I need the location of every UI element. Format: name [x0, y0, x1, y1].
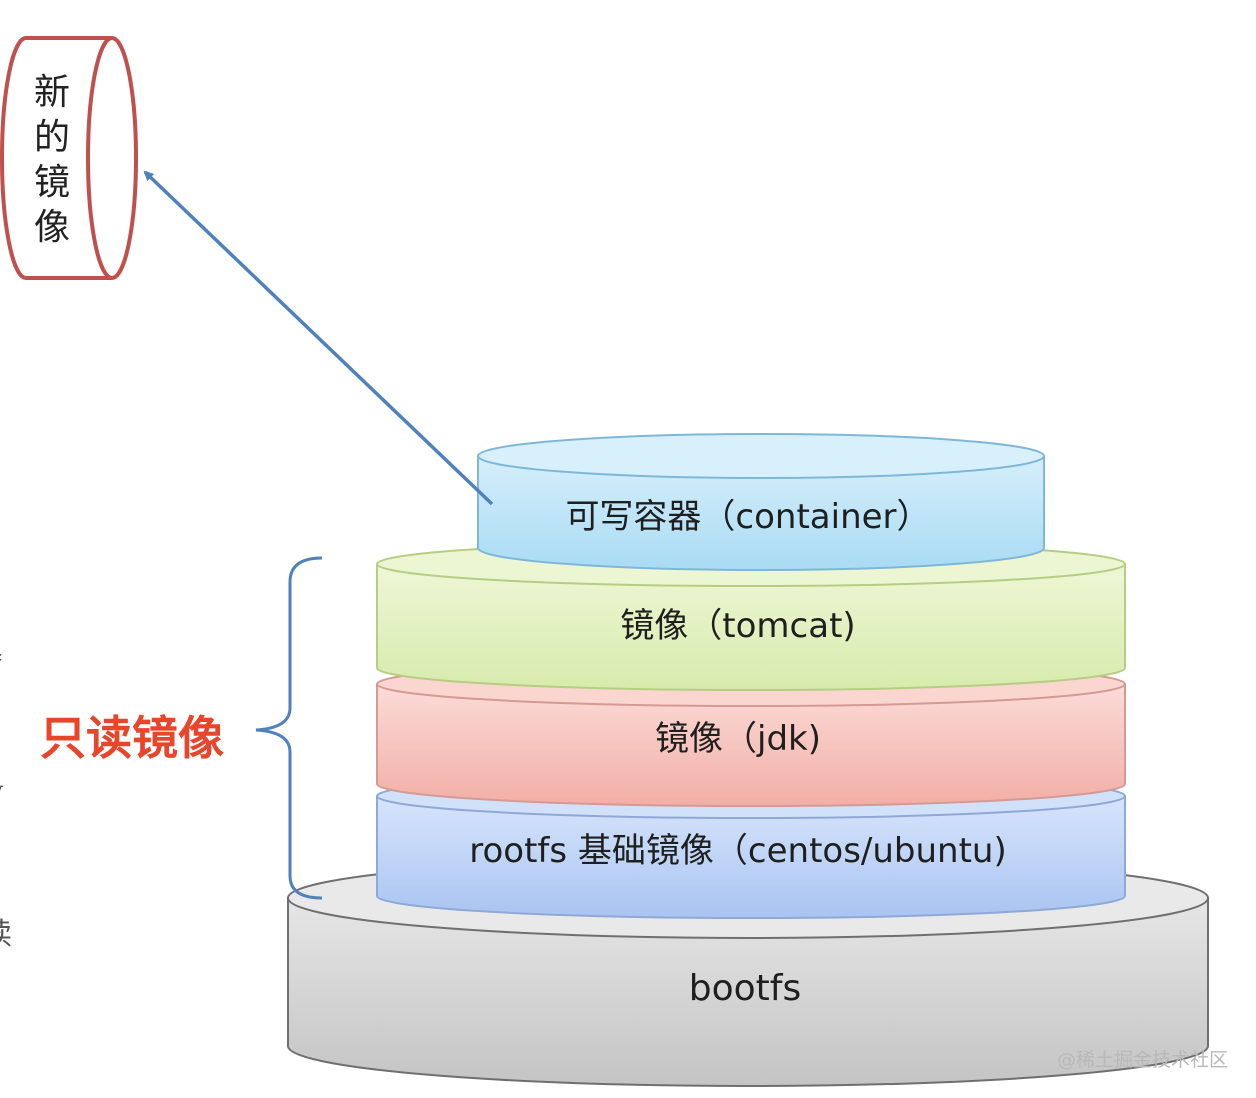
left-fragment-1: 】 [0, 585, 16, 620]
left-fragment-2: ₹ [0, 649, 3, 684]
new-image-char-3: 镜 [34, 162, 70, 203]
left-fragment-4: 读 [0, 917, 12, 952]
tomcat-label: 镜像（tomcat) [620, 606, 855, 646]
jdk-label: 镜像（jdk) [655, 719, 821, 759]
bootfs-label: bootfs [689, 968, 801, 1009]
commit-arrow [143, 170, 494, 506]
new-image-char-4: 像 [34, 207, 70, 248]
left-fragment-3: √ [0, 783, 4, 818]
layer-container: 可写容器（container） [477, 433, 1045, 571]
readonly-label: 只读镜像 [40, 711, 224, 765]
readonly-brace [255, 556, 323, 900]
new-image-char-1: 新 [34, 72, 70, 113]
container-label: 可写容器（container） [565, 497, 930, 537]
rootfs-label: rootfs 基础镜像（centos/ubuntu) [469, 831, 1007, 871]
new-image-cylinder: 新 的 镜 像 [0, 36, 138, 280]
watermark: @稀土掘金技术社区 [1057, 1049, 1228, 1071]
new-image-char-2: 的 [34, 117, 70, 158]
